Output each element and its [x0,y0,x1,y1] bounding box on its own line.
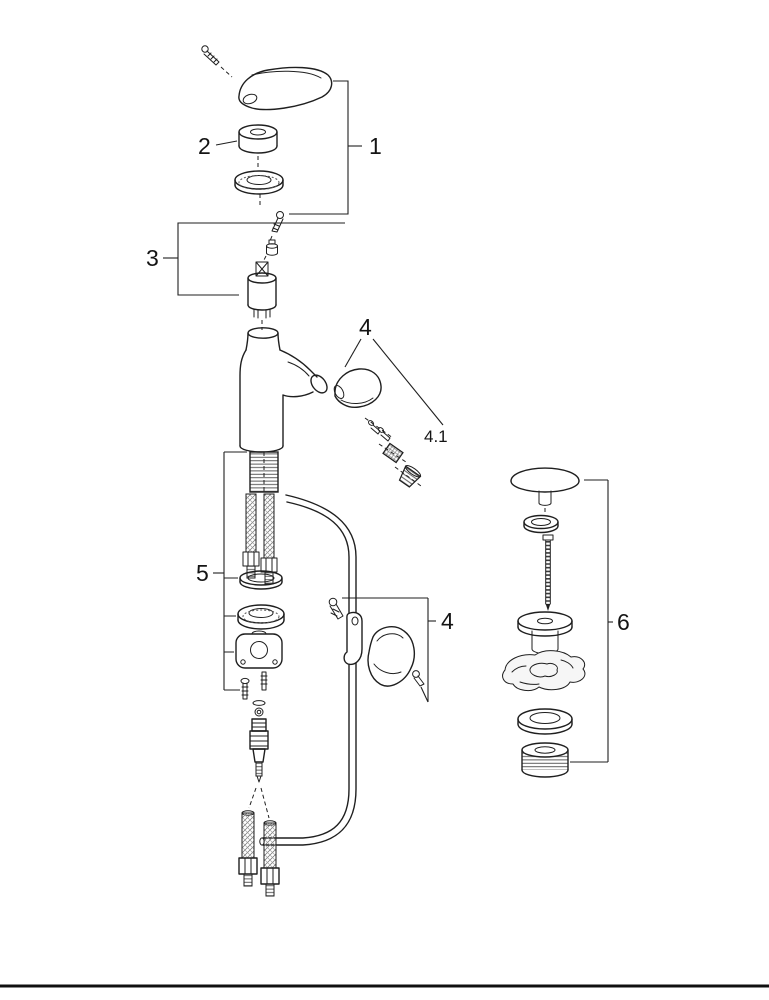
supply-tail-right-part [260,493,278,585]
mounting-stud-part [260,671,268,691]
cartridge-part [247,261,277,330]
drain-rod-part [542,534,554,611]
aerator-screws-part [364,417,394,442]
callout-2-label: 2 [198,133,211,159]
callout-3: 3 [146,222,345,296]
spout-head-part [333,368,382,409]
supply-hose-left-part [238,810,258,887]
mounting-plate-part [235,630,283,669]
callout-4-spout: 4 [344,314,444,426]
callout-6-label: 6 [617,609,630,635]
callout-4-side: 4 [342,597,454,703]
cartridge-screw-part [269,211,284,242]
spray-body-part [367,626,425,687]
drain-cap-part [510,467,580,514]
mounting-shank-part [249,451,279,493]
drain-flange-part [517,611,573,654]
aerator-shell-part [398,465,422,488]
handle-set-screw-part [201,45,233,78]
spray-holder-part [343,611,363,666]
aerator-axis [394,466,422,487]
supply-tail-left-part [242,493,260,579]
spray-screw-part [328,597,344,620]
callout-1: 1 [289,80,382,215]
callout-1-label: 1 [369,133,382,159]
drain-oring-part [517,708,573,735]
callout-2: 2 [198,133,238,159]
lever-handle-part [238,66,333,111]
callout-4-side-label: 4 [441,608,454,634]
callout-4-1-label: 4.1 [424,427,448,446]
base-ring-part [237,604,285,630]
drain-washer-part [523,514,559,534]
callout-4-spout-label: 4 [359,314,372,340]
mousseur-axis [378,443,407,463]
callout-5-label: 5 [196,560,209,586]
base-washer-part [239,570,283,590]
callout-5: 5 [196,451,247,691]
putty-seal-part [502,650,586,692]
mounting-screw-part [240,677,250,700]
pullout-hose-part [259,494,357,846]
callout-6: 6 [570,479,630,763]
check-valve-part [248,700,270,819]
escutcheon-ring-part [234,170,284,206]
drain-tailpiece-part [521,742,569,778]
faucet-body-part [239,327,328,453]
valve-insert-part [263,239,278,261]
handle-cap-part [238,124,278,167]
supply-hose-right-part [260,820,280,897]
callout-3-label: 3 [146,245,159,271]
